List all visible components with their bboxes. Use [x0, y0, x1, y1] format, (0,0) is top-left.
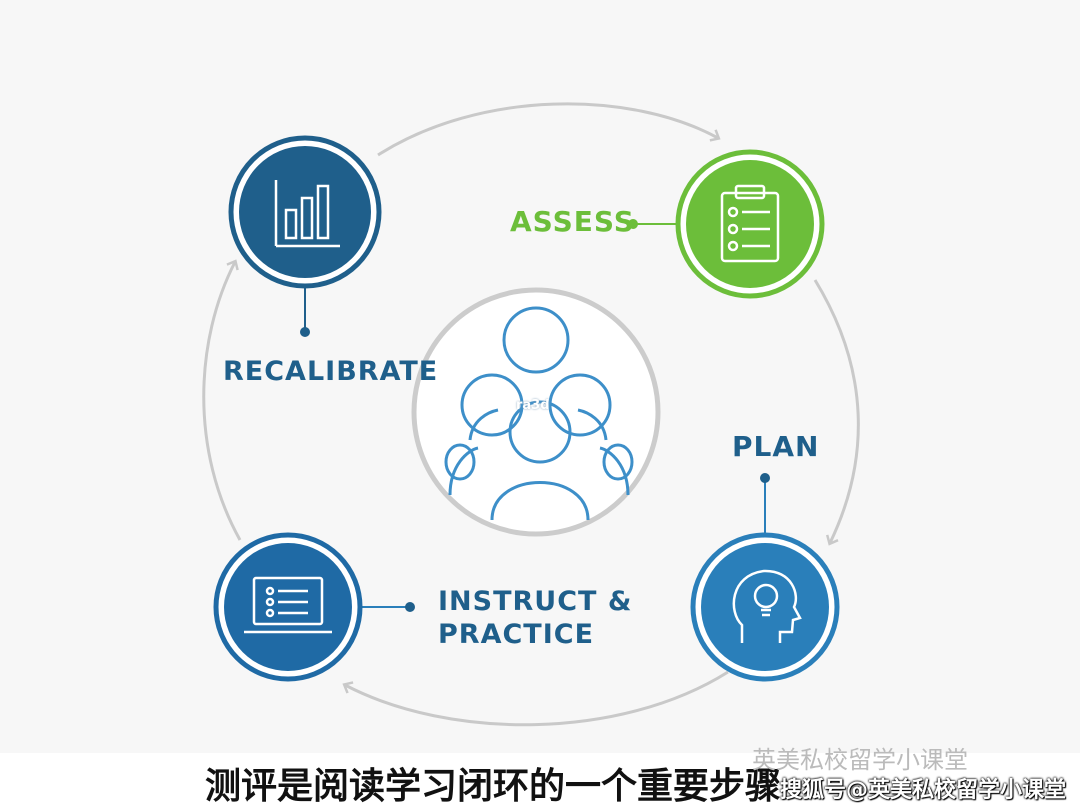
- arc-assess-to-plan: [813, 279, 860, 546]
- instruct-label-line1: INSTRUCT &: [438, 586, 633, 617]
- arc-instruct-to-recalibrate: [202, 259, 242, 541]
- center-label: ra3d: [516, 398, 550, 413]
- plan-label: PLAN: [732, 430, 820, 463]
- cycle-arcs: [202, 102, 860, 727]
- center-group: [411, 287, 661, 537]
- plan-node: [690, 532, 840, 682]
- assess-node: [675, 149, 825, 299]
- assess-label: ASSESS: [510, 205, 635, 238]
- instruct-practice-label: INSTRUCT & PRACTICE: [438, 585, 632, 651]
- laptop-icon: [244, 576, 332, 634]
- head-lightbulb-icon: [732, 569, 802, 643]
- recalibrate-node: [228, 135, 382, 289]
- instruct-node: [213, 532, 363, 682]
- watermark-top: 英美私校留学小课堂: [752, 746, 968, 774]
- recalibrate-label: RECALIBRATE: [223, 356, 439, 387]
- instruct-label-line2: PRACTICE: [438, 619, 595, 650]
- caption-text: 测评是阅读学习闭环的一个重要步骤: [205, 766, 782, 807]
- watermark-bottom: 搜狐号@英美私校留学小课堂: [780, 778, 1067, 803]
- people-group-icon: [444, 306, 634, 521]
- caption-bar: [0, 753, 1080, 810]
- clipboard-checklist-icon: [720, 184, 780, 263]
- connectors: [300, 219, 770, 612]
- bar-chart-icon: [274, 180, 340, 248]
- arc-plan-to-instruct: [342, 670, 729, 727]
- arc-recalibrate-to-assess: [377, 102, 721, 157]
